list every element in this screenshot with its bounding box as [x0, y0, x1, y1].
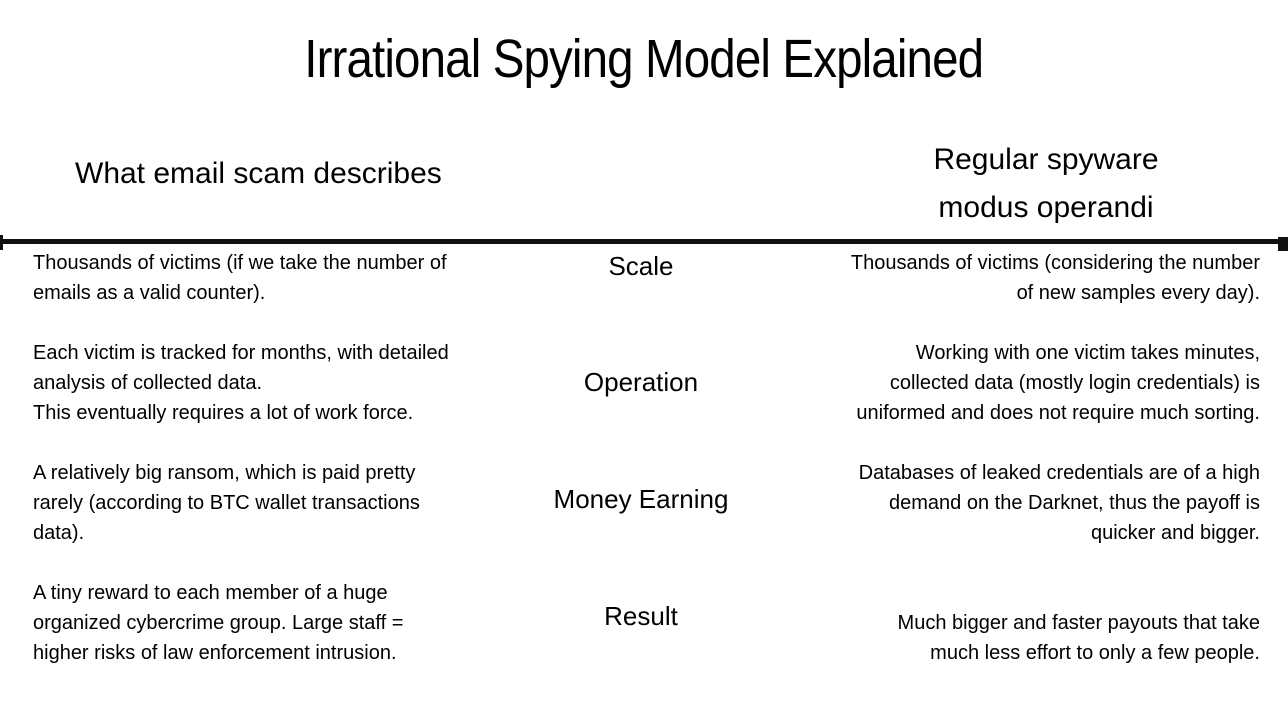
- row-result-label: Result: [604, 601, 678, 631]
- row-result-right-cell: Much bigger and faster payouts that take…: [897, 612, 1260, 664]
- column-header-right: Regular spyware modus operandi: [933, 143, 1159, 224]
- row-operation-right-cell: Working with one victim takes minutes, c…: [856, 342, 1260, 424]
- column-header-left: What email scam describes: [75, 157, 442, 190]
- page-title: Irrational Spying Model Explained: [0, 28, 1288, 90]
- row-money-earning-label: Money Earning: [553, 484, 729, 514]
- row-scale-right-cell: Thousands of victims (considering the nu…: [850, 252, 1260, 304]
- header-divider-line: [0, 239, 1288, 244]
- row-scale-label: Scale: [608, 251, 674, 281]
- row-operation-label: Operation: [583, 367, 699, 397]
- row-result-left-cell: A tiny reward to each member of a huge o…: [33, 582, 404, 664]
- divider-left-end-cap: [0, 235, 3, 250]
- divider-right-end-cap: [1278, 237, 1288, 251]
- page-title-text: Irrational Spying Model Explained: [304, 29, 985, 89]
- row-money-earning-left-cell: A relatively big ransom, which is paid p…: [33, 462, 420, 544]
- row-operation-left-cell: Each victim is tracked for months, with …: [33, 342, 449, 424]
- row-scale-left-cell: Thousands of victims (if we take the num…: [33, 252, 447, 304]
- row-money-earning-right-cell: Databases of leaked credentials are of a…: [858, 462, 1260, 544]
